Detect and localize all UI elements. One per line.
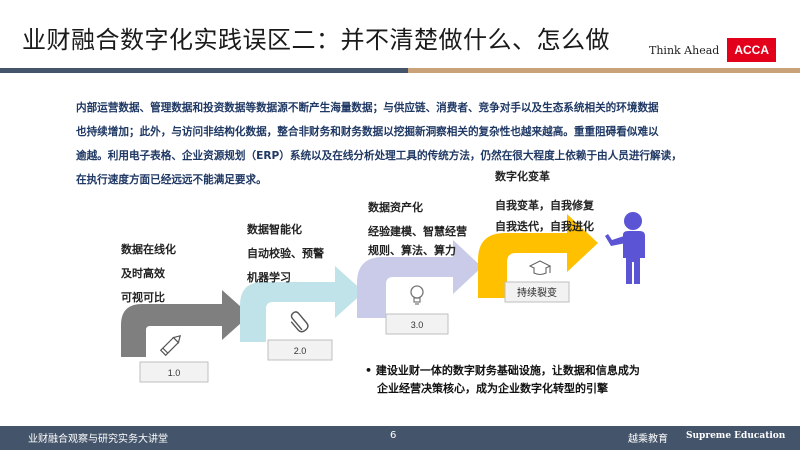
footer-course-title: 业财融合观察与研究实务大讲堂 bbox=[28, 434, 168, 445]
bullet-marker: • bbox=[365, 364, 373, 377]
stage-3-line: 规则、算法、算力 bbox=[368, 244, 456, 257]
lightbulb-icon bbox=[410, 285, 424, 305]
stage-3-version-box bbox=[385, 313, 449, 335]
pencil-icon bbox=[159, 334, 182, 357]
stage-2-version-box bbox=[267, 339, 333, 361]
stage-2-version-label: 2.0 bbox=[294, 346, 307, 356]
brand-tagline: Think Ahead bbox=[649, 43, 720, 57]
stage-3-labels: 数据资产化 经验建模、智慧经营 规则、算法、算力 bbox=[368, 196, 467, 260]
stage-3-version-label: 3.0 bbox=[411, 320, 424, 330]
title-divider-dark bbox=[0, 68, 408, 73]
stage-3-title: 数据资产化 bbox=[368, 201, 423, 214]
stage-4-line: 自我变革，自我修复 bbox=[495, 199, 594, 212]
intro-line: 内部运营数据、管理数据和投资数据等数据源不断产生海量数据；与供应链、消费者、竞争… bbox=[76, 102, 659, 114]
footer-org-name: 越乘教育 bbox=[628, 434, 668, 445]
stage-1-line: 可视可比 bbox=[121, 291, 165, 304]
stage-3-arrow bbox=[357, 240, 482, 318]
stage-1-title: 数据在线化 bbox=[121, 243, 176, 256]
stage-2-labels: 数据智能化 自动校验、预警 机器学习 bbox=[247, 218, 324, 290]
stage-4-arrow bbox=[478, 214, 598, 298]
stage-1-version-box bbox=[139, 361, 209, 383]
intro-paragraph: 内部运营数据、管理数据和投资数据等数据源不断产生海量数据；与供应链、消费者、竞争… bbox=[76, 96, 736, 192]
stage-2-title: 数据智能化 bbox=[247, 223, 302, 236]
acca-logo: ACCA bbox=[727, 38, 776, 62]
stage-1-version-label: 1.0 bbox=[168, 368, 181, 378]
title-divider-accent bbox=[408, 68, 800, 73]
stage-2-line: 自动校验、预警 bbox=[247, 247, 324, 260]
intro-line: 也持续增加；此外，与访问非结构化数据，整合非财务和财务数据以挖掘新洞察相关的复杂… bbox=[76, 126, 659, 138]
conclusion-line-2: 企业经营决策核心，成为企业数字化转型的引擎 bbox=[377, 382, 608, 395]
paperclip-icon bbox=[290, 311, 309, 333]
conclusion-line-1: 建设业财一体的数字财务基础设施，让数据和信息成为 bbox=[375, 364, 640, 377]
stage-4-title: 数字化变革 bbox=[495, 170, 550, 183]
intro-line: 在执行速度方面已经远远不能满足要求。 bbox=[76, 174, 267, 186]
title-divider bbox=[0, 68, 800, 73]
stage-4-version-label: 持续裂变 bbox=[517, 286, 557, 299]
stage-1-line: 及时高效 bbox=[121, 267, 165, 280]
stage-1-labels: 数据在线化 及时高效 可视可比 bbox=[121, 238, 176, 310]
footer-bar: 业财融合观察与研究实务大讲堂 6 越乘教育 Supreme Education bbox=[0, 426, 800, 450]
conclusion-bullet: • 建设业财一体的数字财务基础设施，让数据和信息成为 企业经营决策核心，成为企业… bbox=[365, 362, 640, 398]
intro-line: 逾越。利用电子表格、企业资源规划（ERP）系统以及在线分析处理工具的传统方法，仍… bbox=[76, 150, 682, 162]
stage-3-line: 经验建模、智慧经营 bbox=[368, 225, 467, 238]
person-pointing-icon bbox=[605, 212, 645, 284]
stage-2-arrow bbox=[240, 266, 364, 342]
graduation-cap-icon bbox=[528, 260, 552, 276]
footer-org-name-en: Supreme Education bbox=[686, 431, 786, 441]
stage-4-version-box bbox=[504, 281, 570, 303]
stage-2-line: 机器学习 bbox=[247, 271, 291, 284]
stage-1-arrow bbox=[121, 290, 250, 357]
page-title: 业财融合数字化实践误区二：并不清楚做什么、怎么做 bbox=[22, 26, 610, 54]
page-number: 6 bbox=[390, 430, 397, 441]
stage-4-labels: 数字化变革 自我变革，自我修复 自我迭代，自我进化 bbox=[495, 166, 594, 237]
stage-4-line: 自我迭代，自我进化 bbox=[495, 220, 594, 233]
brand: Think Ahead ACCA bbox=[649, 38, 776, 62]
